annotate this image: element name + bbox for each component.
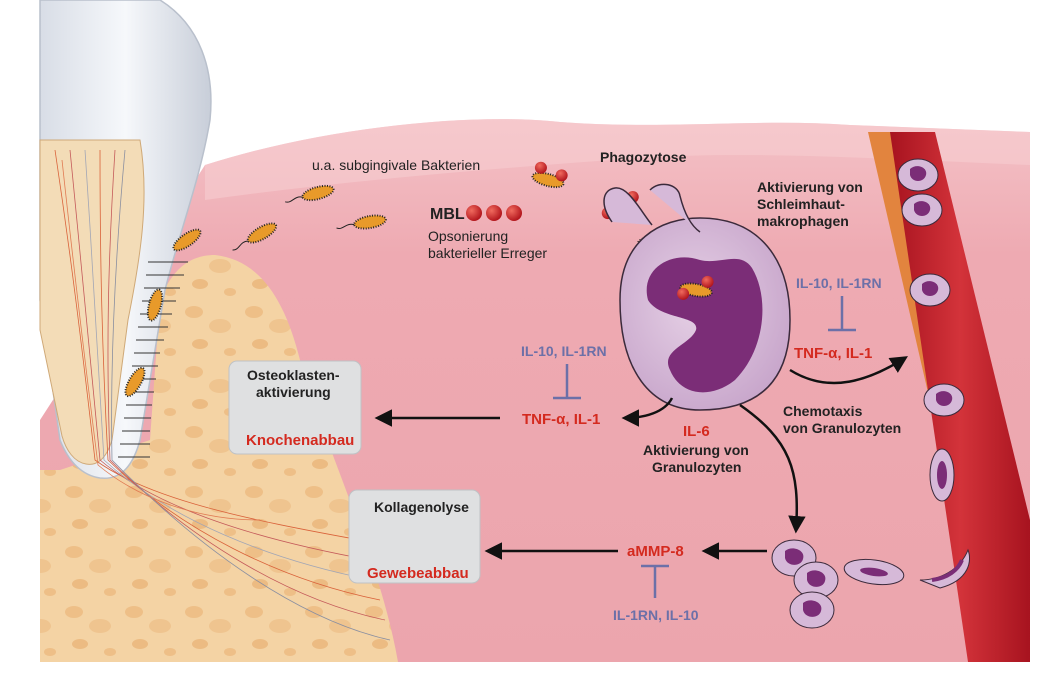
macrophage-nucleus [646,257,763,393]
il6-label: IL-6 [683,423,710,440]
phagocytosis-label: Phagozytose [600,149,687,165]
bacterium-icon [172,228,202,252]
osteoclast-label-2: aktivierung [256,384,331,400]
collagenolysis-box [348,489,481,584]
bacterium-icon [336,214,387,230]
mbl-label: MBL [430,206,465,223]
tissue-loss-label: Gewebeabbau [367,565,469,582]
bone-loss-label: Knochenabbau [246,432,354,449]
bacterium-icon [146,288,164,322]
granulocyte-activation-1: Aktivierung von [643,442,749,458]
chemotaxis-label-1: Chemotaxis [783,403,863,419]
bacterium-icon [232,222,278,251]
opsonization-label-1: Opsonierung [428,228,508,244]
arrow-to-chemotaxis [789,356,908,385]
granulocyte-cluster [771,539,905,629]
inhibitors-left: IL-10, IL-1RN [521,343,607,359]
periodontal-fibers [54,149,391,641]
bacteria-label: u.a. subgingivale Bakterien [312,157,480,173]
arrow-to-tnf [621,397,674,427]
osteoclast-label-1: Osteoklasten- [247,367,340,383]
gum-surface-band [205,119,1030,200]
ammp8-label: aMMP-8 [627,543,684,560]
collagenolysis-label: Kollagenolyse [374,499,469,515]
arrow-to-granulocytes [739,403,806,534]
inhibition-bars [553,296,856,598]
inhibitors-bottom: IL-1RN, IL-10 [613,607,699,623]
bacterium-icon [284,184,335,203]
macrophage-activation-1: Aktivierung von [757,179,863,195]
macrophage-activation-2: Schleimhaut- [757,196,845,212]
periodontal-ligament [118,261,188,458]
macrophage-activation-3: makrophagen [757,213,849,229]
vessel-granulocytes [897,158,971,589]
alveolar-bone [40,120,398,662]
mbl-dots [466,205,522,221]
chemotaxis-label-2: von Granulozyten [783,420,901,436]
osteoclast-box [228,360,362,455]
cytokines-left: TNF-α, IL-1 [522,411,600,428]
cytokines-right: TNF-α, IL-1 [794,345,872,362]
macrophage-cell [603,183,791,411]
opsonization-label-2: bakterieller Erreger [428,245,547,261]
granulocyte-activation-2: Granulozyten [652,459,741,475]
inhibitors-right: IL-10, IL-1RN [796,275,882,291]
